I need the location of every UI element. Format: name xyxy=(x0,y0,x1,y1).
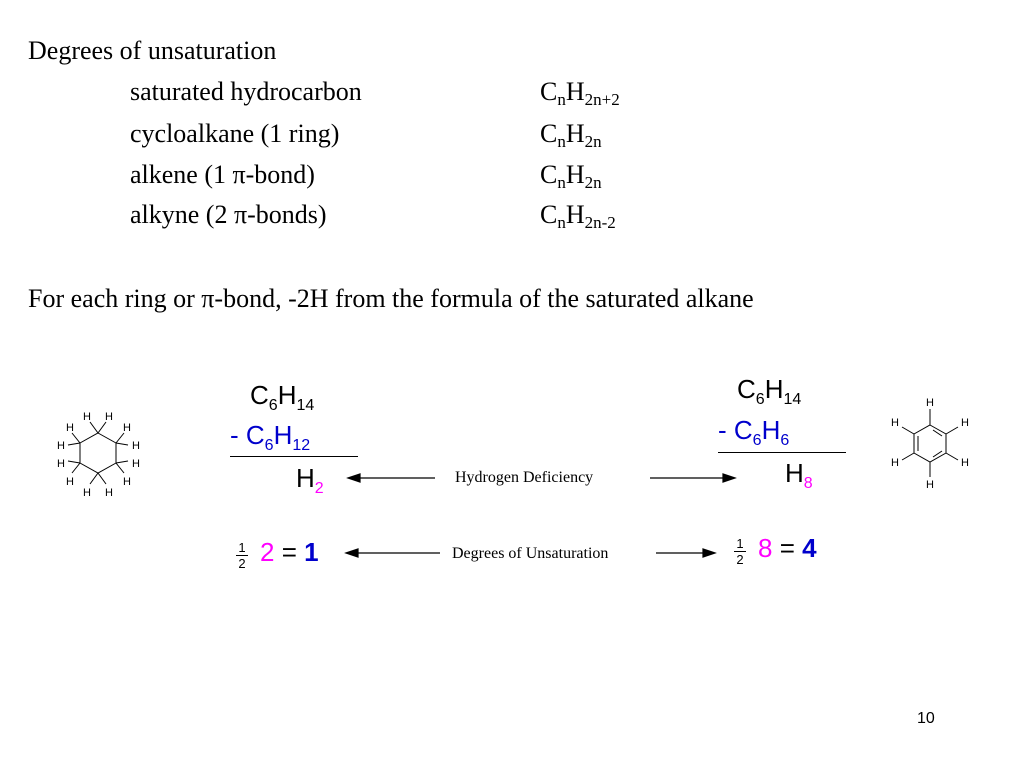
atom-h: H xyxy=(83,411,91,423)
right-subtraction-line xyxy=(718,452,846,453)
atom-h: H xyxy=(83,487,91,499)
atom-h: H xyxy=(132,458,140,470)
atom-h: H xyxy=(66,476,74,488)
row-name-alkyne: alkyne (2 π-bonds) xyxy=(130,200,327,229)
row-formula-alkene: CnH2n xyxy=(540,160,602,192)
left-result: H2 xyxy=(296,463,324,497)
atom-h: H xyxy=(105,487,113,499)
atom-h: H xyxy=(105,411,113,423)
arrowhead-right-icon xyxy=(722,473,737,483)
atom-h: H xyxy=(891,457,899,469)
row-name-alkene: alkene (1 π-bond) xyxy=(130,160,315,189)
benzene-structure: H H H H H H xyxy=(891,397,969,491)
benzene-bonds xyxy=(901,409,959,477)
row-name-cycloalkane: cycloalkane (1 ring) xyxy=(130,119,340,148)
heading: Degrees of unsaturation xyxy=(28,36,277,65)
left-top-formula: C6H14 xyxy=(250,380,315,414)
atom-h: H xyxy=(961,417,969,429)
atom-h: H xyxy=(123,422,131,434)
left-minus-formula: - C6H12 xyxy=(230,420,311,454)
arrowhead-right-icon xyxy=(702,548,717,558)
right-dou-equation: 8 = 4 xyxy=(758,533,817,563)
row-formula-alkyne: CnH2n-2 xyxy=(540,200,616,232)
atom-h: H xyxy=(123,476,131,488)
hydrogen-deficiency-label: Hydrogen Deficiency xyxy=(455,469,594,486)
rule-sentence: For each ring or π-bond, -2H from the fo… xyxy=(28,284,754,313)
left-subtraction-line xyxy=(230,456,358,457)
degrees-of-unsaturation-label: Degrees of Unsaturation xyxy=(452,545,609,562)
atom-h: H xyxy=(926,397,934,409)
right-result: H8 xyxy=(785,458,813,492)
cyclohexane-bonds xyxy=(67,421,129,485)
row-formula-saturated: CnH2n+2 xyxy=(540,77,620,109)
right-minus-formula: - C6H6 xyxy=(718,415,790,449)
atom-h: H xyxy=(66,422,74,434)
page-number: 10 xyxy=(917,710,935,727)
atom-h: H xyxy=(57,458,65,470)
atom-h: H xyxy=(926,479,934,491)
atom-h: H xyxy=(132,440,140,452)
row-name-saturated: saturated hydrocarbon xyxy=(130,77,362,106)
arrowhead-left-icon xyxy=(346,473,361,483)
cyclohexane-structure: H H H H H H H H H H H H xyxy=(57,411,140,499)
atom-h: H xyxy=(891,417,899,429)
row-formula-cycloalkane: CnH2n xyxy=(540,119,602,151)
atom-h: H xyxy=(961,457,969,469)
right-top-formula: C6H14 xyxy=(737,374,802,408)
left-dou-equation: 2 = 1 xyxy=(260,537,319,567)
atom-h: H xyxy=(57,440,65,452)
arrowhead-left-icon xyxy=(344,548,359,558)
